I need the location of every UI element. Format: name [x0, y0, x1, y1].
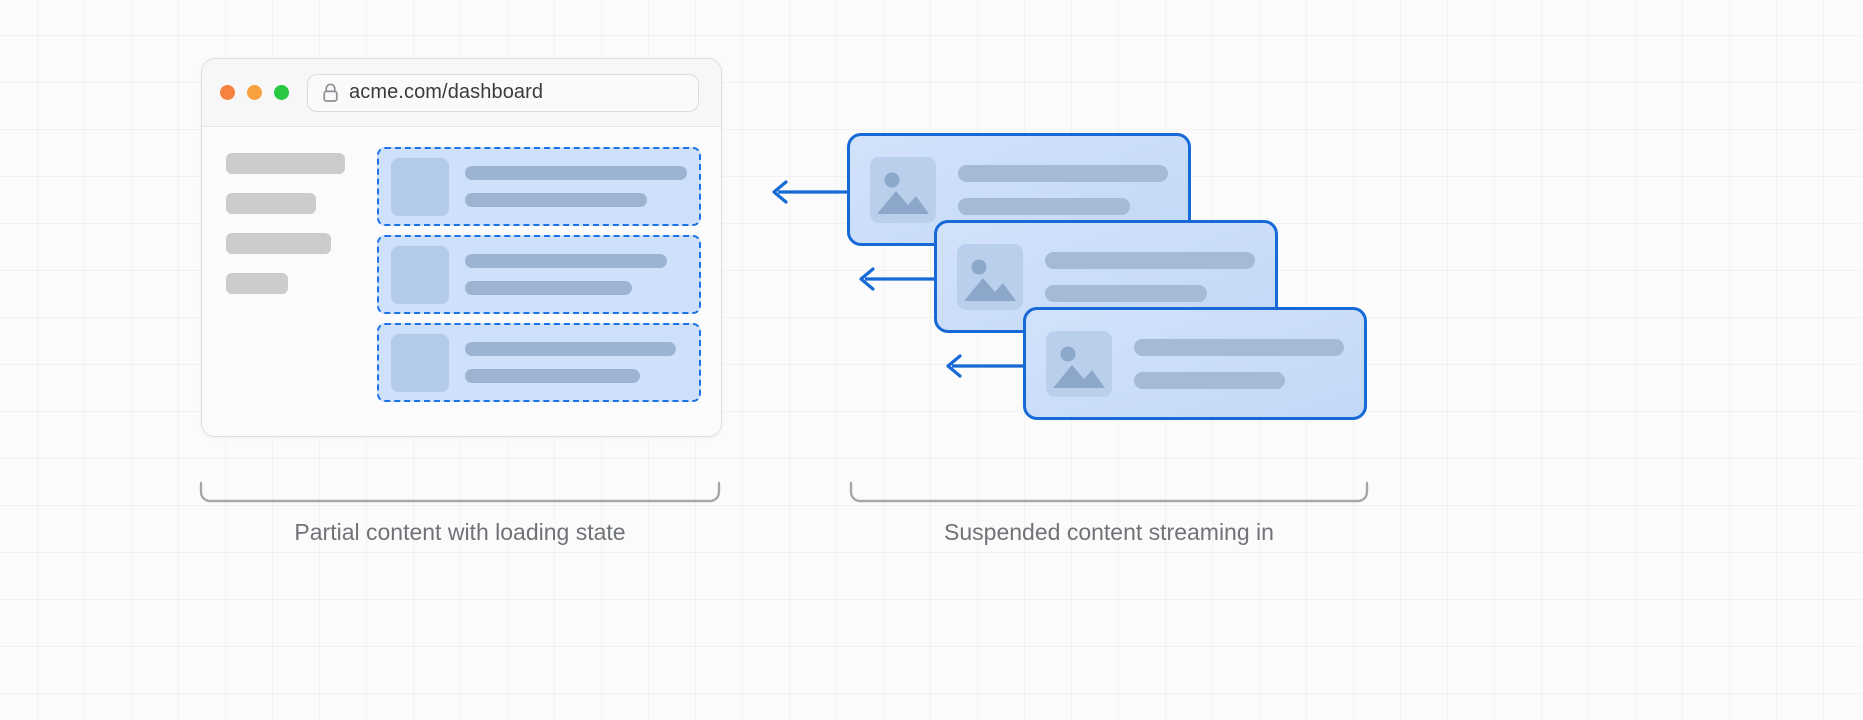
text-skeleton-line	[1045, 284, 1207, 302]
text-skeleton-line	[465, 193, 648, 207]
text-skeleton-line	[465, 281, 632, 295]
text-skeleton-line	[465, 166, 687, 180]
text-skeleton-line	[465, 342, 676, 356]
stream-arrow-2	[859, 267, 945, 291]
text-skeleton-group	[1045, 251, 1255, 302]
text-skeleton-line	[1134, 371, 1286, 389]
traffic-light-buttons[interactable]	[220, 85, 289, 100]
image-icon	[1046, 330, 1112, 397]
text-skeleton-line	[958, 197, 1131, 215]
image-placeholder-icon	[391, 333, 449, 392]
right-bracket	[849, 481, 1369, 503]
stream-card-1	[847, 133, 1191, 246]
image-placeholder-icon	[391, 157, 449, 216]
text-skeleton-group	[958, 164, 1168, 215]
text-skeleton-group	[465, 166, 687, 207]
image-icon	[957, 243, 1023, 310]
maximize-button-dot[interactable]	[274, 85, 289, 100]
address-bar[interactable]: acme.com/dashboard	[307, 73, 699, 112]
loading-content-card	[377, 147, 701, 226]
browser-titlebar: acme.com/dashboard	[202, 59, 721, 127]
stream-arrow-3	[946, 354, 1032, 378]
image-icon	[870, 156, 936, 223]
content-card-group	[356, 147, 701, 436]
sidebar-skeleton-item	[226, 153, 345, 174]
text-skeleton-line	[465, 369, 641, 383]
text-skeleton-group	[1134, 338, 1344, 389]
text-skeleton-line	[1045, 251, 1255, 269]
lock-icon	[323, 82, 338, 102]
sidebar-skeleton-group	[226, 147, 356, 436]
left-panel-caption: Partial content with loading state	[294, 519, 626, 545]
loading-content-card	[377, 235, 701, 314]
stream-card-3	[1023, 307, 1367, 420]
text-skeleton-line	[1134, 338, 1344, 356]
text-skeleton-line	[958, 164, 1168, 182]
stream-arrow-1	[772, 180, 858, 204]
browser-window-mock: acme.com/dashboard	[201, 58, 722, 437]
image-placeholder-icon	[391, 245, 449, 304]
sidebar-skeleton-item	[226, 193, 316, 214]
text-skeleton-group	[465, 342, 687, 383]
sidebar-skeleton-item	[226, 233, 331, 254]
text-skeleton-line	[465, 254, 668, 268]
close-button-dot[interactable]	[220, 85, 235, 100]
minimize-button-dot[interactable]	[247, 85, 262, 100]
sidebar-skeleton-item	[226, 273, 288, 294]
loading-content-card	[377, 323, 701, 402]
text-skeleton-group	[465, 254, 687, 295]
left-bracket	[199, 481, 721, 503]
browser-viewport	[202, 127, 721, 436]
address-bar-text: acme.com/dashboard	[349, 81, 544, 103]
right-panel-caption: Suspended content streaming in	[944, 519, 1274, 545]
